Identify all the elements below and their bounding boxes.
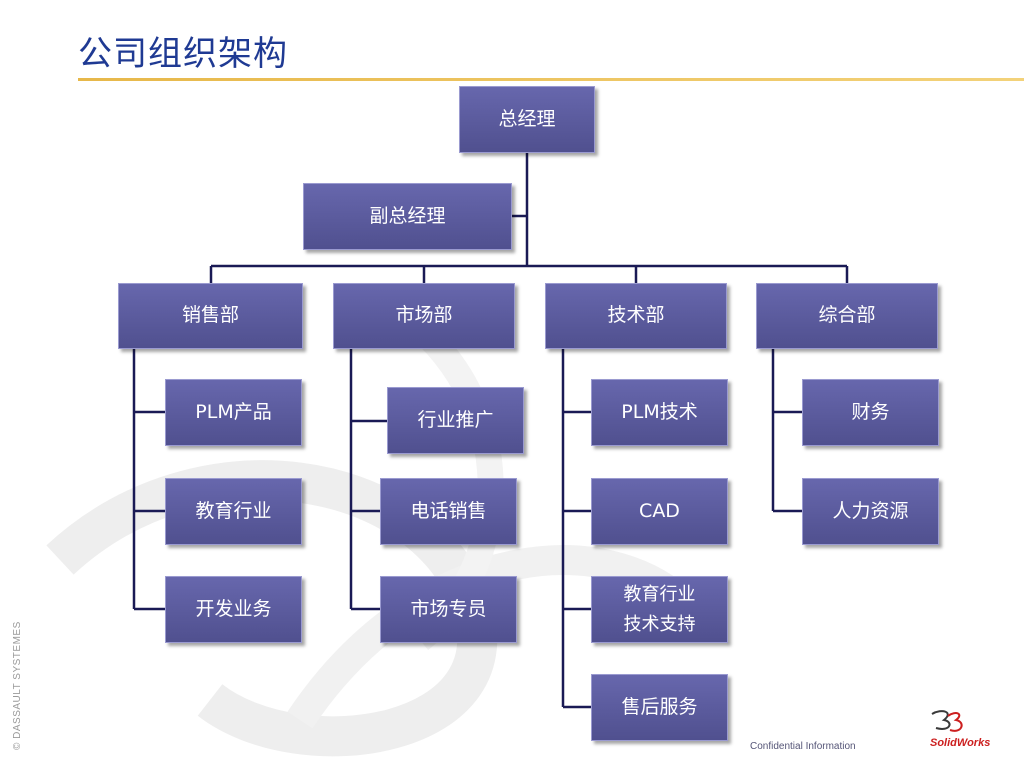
org-node-deputy: 副总经理 — [303, 183, 512, 250]
solidworks-logo-icon — [931, 710, 963, 732]
org-node-unit: 财务 — [802, 379, 939, 446]
org-node-unit: 人力资源 — [802, 478, 939, 545]
org-node-unit: CAD — [591, 478, 728, 545]
confidential-note: Confidential Information — [750, 741, 856, 752]
title-underline — [78, 78, 1024, 81]
org-node-dept-marketing: 市场部 — [333, 283, 515, 349]
org-node-unit: 开发业务 — [165, 576, 302, 643]
org-node-dept-general: 综合部 — [756, 283, 938, 349]
org-node-dept-technology: 技术部 — [545, 283, 727, 349]
org-node-unit: PLM产品 — [165, 379, 302, 446]
org-node-unit: 行业推广 — [387, 387, 524, 454]
org-node-unit-label: 教育行业技术支持 — [623, 583, 696, 635]
org-node-unit: PLM技术 — [591, 379, 728, 446]
org-node-unit: 售后服务 — [591, 674, 728, 741]
org-node-dept-sales: 销售部 — [118, 283, 303, 349]
vertical-brand-text: © DASSAULT SYSTEMES — [10, 621, 32, 750]
org-node-unit: 教育行业技术支持 — [591, 576, 728, 643]
org-node-unit: 电话销售 — [380, 478, 517, 545]
org-node-unit: 市场专员 — [380, 576, 517, 643]
logo-wordmark: SolidWorks — [930, 737, 991, 749]
page-title: 公司组织架构 — [78, 34, 288, 74]
org-node-unit: 教育行业 — [165, 478, 302, 545]
org-node-ceo: 总经理 — [459, 86, 595, 153]
brand-copyright: © DASSAULT SYSTEMES — [12, 621, 23, 750]
